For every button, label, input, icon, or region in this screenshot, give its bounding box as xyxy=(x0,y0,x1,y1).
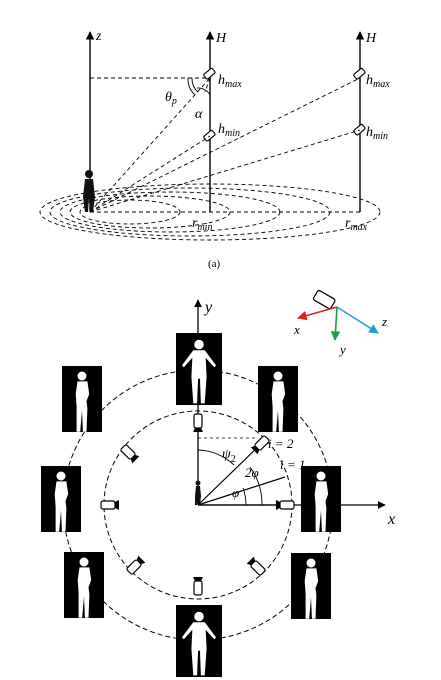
cam-y-arrow xyxy=(330,306,341,341)
panel-a: z H H hmax hm xyxy=(39,29,390,270)
camera-icon xyxy=(246,556,268,578)
person-image-right xyxy=(301,466,341,532)
theta-arc xyxy=(191,77,199,93)
cam-z-label: z xyxy=(381,314,387,329)
hmin-far-label: hmin xyxy=(366,125,388,142)
person-image-bottom-right xyxy=(291,553,331,619)
person-figure xyxy=(83,170,95,212)
cam-z-arrow xyxy=(336,306,379,334)
person-image-top xyxy=(176,333,222,405)
camera-icon xyxy=(118,442,140,464)
cam-y-label: y xyxy=(338,342,346,357)
hmax-far-label: hmax xyxy=(366,73,390,90)
two-phi-arc xyxy=(249,466,263,506)
camera-icon xyxy=(192,576,204,596)
camera-frame: x y z xyxy=(293,289,387,357)
rmin-label: rmin xyxy=(192,216,212,233)
x-axis-label: x xyxy=(387,511,395,528)
phi-arc xyxy=(242,487,247,506)
z-axis-label: z xyxy=(95,29,102,44)
pole-near-label: H xyxy=(215,31,227,46)
camera-icon xyxy=(275,499,295,511)
camera-icon xyxy=(203,129,216,142)
camera-icon xyxy=(353,123,366,136)
camera-icon xyxy=(312,289,336,310)
i1-label: i = 1 xyxy=(280,457,305,472)
i2-label: i = 2 xyxy=(268,436,294,451)
pole-far-label: H xyxy=(365,31,377,46)
ray-i1 xyxy=(197,476,286,506)
cam-x-arrow xyxy=(297,306,338,321)
psi-label: ψ2 xyxy=(222,447,236,465)
camera-icon xyxy=(353,67,366,80)
hmax-near-label: hmax xyxy=(218,73,242,90)
psi-arc xyxy=(197,449,235,466)
person-image-left xyxy=(41,466,81,532)
ray-i2 xyxy=(197,442,263,506)
camera-icon xyxy=(100,499,120,511)
person-image-bottom xyxy=(176,605,222,677)
person-images xyxy=(41,333,341,677)
rmax-label: rmax xyxy=(345,216,368,233)
camera-icon xyxy=(124,555,146,577)
panel-b: y x ψ2 2φ φ i = 2 i = 1 xyxy=(41,289,395,677)
phi-label: φ xyxy=(232,485,239,500)
alpha-label: α xyxy=(195,107,203,122)
camera-icon xyxy=(203,67,216,80)
hmin-near-label: hmin xyxy=(218,122,240,139)
person-image-bottom-left xyxy=(64,552,104,618)
person-image-top-left xyxy=(62,366,102,432)
center-person xyxy=(195,480,201,505)
viewing-rays xyxy=(89,77,361,213)
theta-label: θp xyxy=(165,90,177,107)
y-axis-label: y xyxy=(203,299,213,316)
alpha-arc xyxy=(196,87,211,96)
cam-x-label: x xyxy=(293,322,300,337)
two-phi-label: 2φ xyxy=(245,465,259,480)
camera-icon xyxy=(192,413,204,433)
person-image-top-right xyxy=(258,366,298,432)
caption-a: (a) xyxy=(208,258,221,270)
